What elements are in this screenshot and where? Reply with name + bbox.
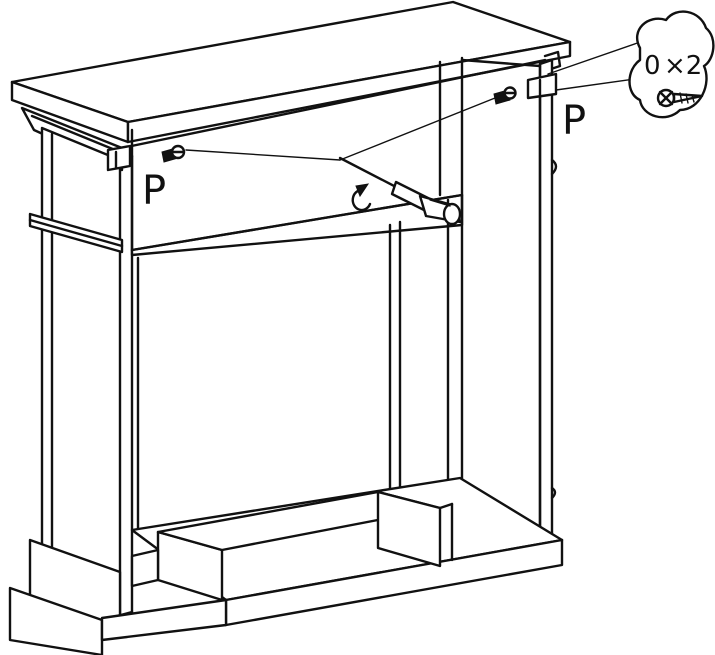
base-frame: [100, 476, 564, 642]
left-bracket: [106, 144, 132, 172]
callout-hardware-id: 0: [644, 51, 661, 81]
screwdriver-icon: [338, 156, 462, 226]
right-bracket: [526, 72, 558, 100]
right-screw-icon: [493, 86, 517, 105]
clockwise-arrow-icon: [351, 183, 372, 212]
hardware-callout: 0 ×2: [628, 10, 715, 119]
left-screw-icon: [161, 144, 186, 163]
back-frame: [130, 56, 464, 542]
callout-quantity: ×2: [664, 51, 702, 81]
wood-screw-icon: [656, 88, 704, 108]
left-pillar: [8, 126, 134, 655]
part-label-left: P: [142, 168, 166, 214]
mantel-top-shelf: [10, 0, 572, 172]
part-label-right: P: [562, 98, 586, 144]
guide-lines: [185, 39, 647, 161]
right-pillar: [460, 58, 558, 554]
